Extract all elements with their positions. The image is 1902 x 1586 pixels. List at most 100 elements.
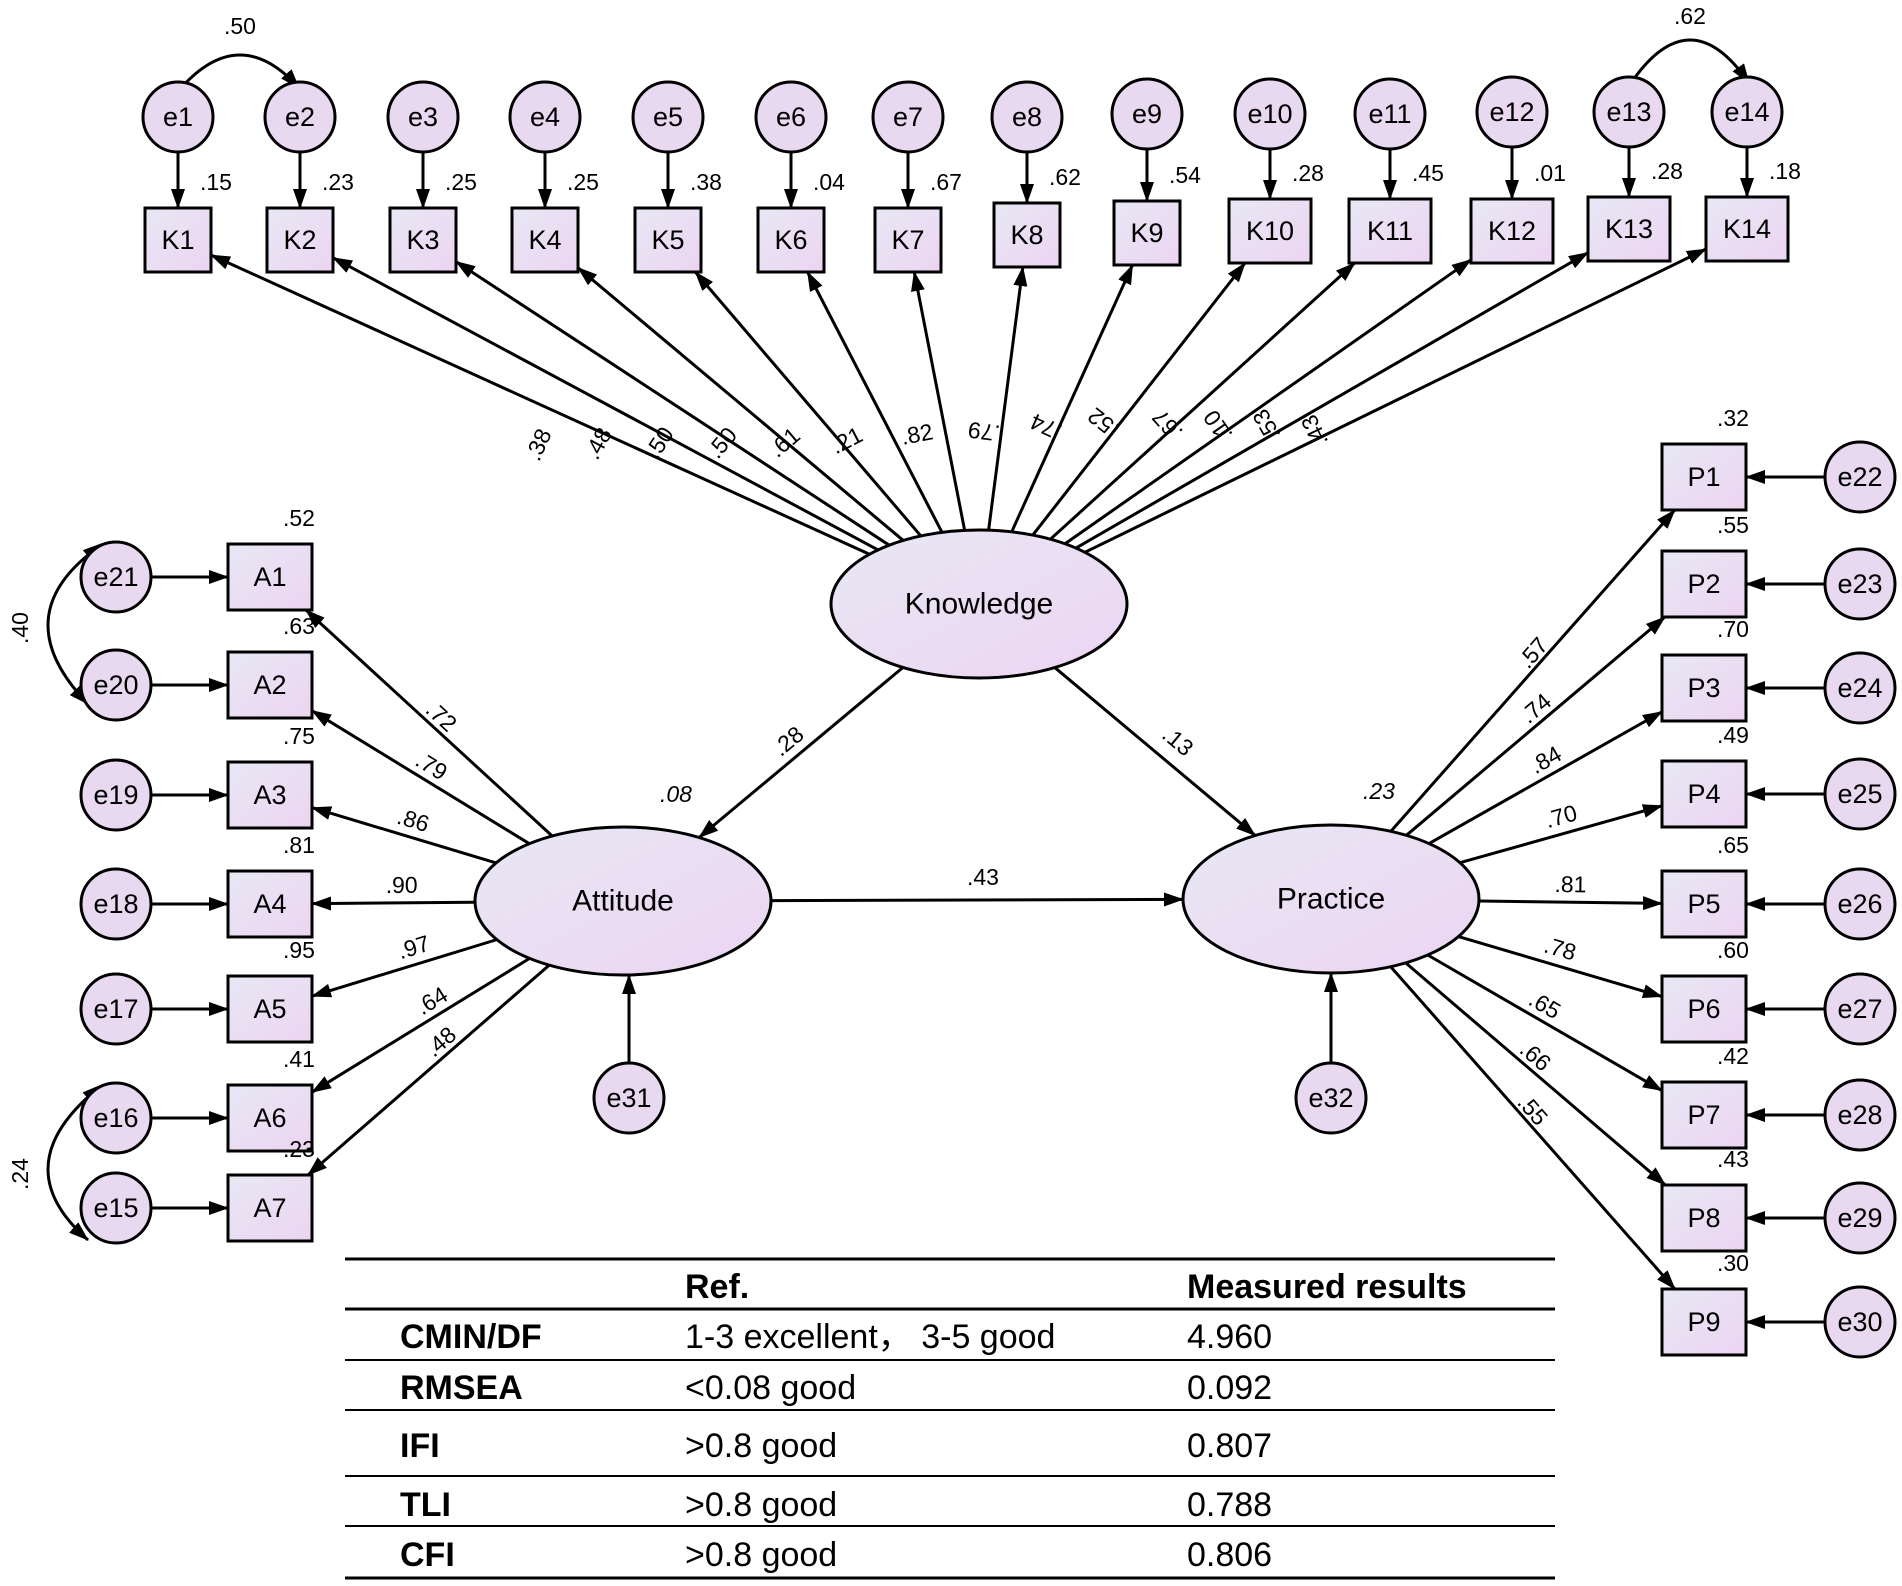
indicator-a2-label: A2 [253,670,286,700]
error-e23-label: e23 [1837,569,1882,599]
indicator-a3 [226,760,314,830]
loading-label-a7: .48 [420,1021,461,1062]
indicator-p3-label: P3 [1687,673,1720,703]
r2-k11: .45 [1412,160,1444,186]
path-arrows-layer [46,38,1825,1329]
indicator-k5-label: K5 [651,225,684,255]
error-e22-label: e22 [1837,462,1882,492]
error-e22 [1823,440,1897,514]
indicator-k7 [873,206,943,274]
loading-arrow-p1 [1389,509,1676,833]
loading-label-p8: .66 [1515,1036,1556,1077]
indicator-k14-label: K14 [1723,214,1771,244]
loading-arrow-p9 [1389,965,1677,1290]
loading-arrow-k7 [911,271,967,531]
indicator-p4 [1660,759,1748,829]
error-e17-label: e17 [93,994,138,1024]
indicator-k13 [1586,195,1672,263]
r2-k6: .04 [813,169,845,195]
loading-arrow-k11 [1049,261,1356,541]
indicator-k9-label: K9 [1130,218,1163,248]
indicator-k10 [1227,197,1313,265]
r2-p4: .49 [1717,722,1749,748]
latent-knowledge [829,528,1129,680]
path-knowledge-practice [1053,666,1257,837]
error-e28-label: e28 [1837,1100,1882,1130]
table-cell-index: CMIN/DF [400,1318,542,1356]
table-cell-index: RMSEA [400,1369,523,1407]
indicator-k3-label: K3 [406,225,439,255]
table-cell-result: 0.092 [1187,1369,1272,1407]
indicator-k3 [388,206,458,274]
error-e1 [141,80,215,154]
indicator-p7 [1660,1080,1748,1150]
r2-practice: .23 [1363,778,1395,804]
indicator-a4 [226,869,314,939]
r2-a2: .63 [283,613,315,639]
error-e4-label: e4 [530,102,560,132]
r2-k4: .25 [567,169,599,195]
loading-arrow-a5 [311,938,498,998]
error-e11-label: e11 [1368,99,1411,129]
r2-k1: .15 [200,169,232,195]
table-cell-ref: >0.8 good [685,1486,837,1524]
loading-arrow-k14 [1084,247,1707,554]
error-e6 [754,80,828,154]
loading-arrow-p4 [1459,804,1663,865]
indicator-a1-label: A1 [253,562,286,592]
loading-label-k7: .82 [899,418,935,450]
error-e12 [1475,75,1549,149]
indicator-k1-label: K1 [161,225,194,255]
error-e13-label: e13 [1606,97,1651,127]
path-knowledge-attitude [698,666,904,839]
latent-knowledge-label: Knowledge [905,588,1053,621]
table-header-result: Measured results [1187,1268,1467,1306]
r2-p1: .32 [1717,405,1749,431]
loading-arrow-k2 [332,256,879,552]
indicator-k1 [143,206,213,274]
loading-arrow-p5 [1478,896,1663,911]
path-attitude-practice [770,892,1185,907]
error-e23 [1823,547,1897,621]
covariance-label-e21-e20: .40 [7,612,33,644]
r2-k7: .67 [930,169,962,195]
loading-arrow-k9 [1010,264,1134,533]
indicator-p8-label: P8 [1687,1203,1720,1233]
loading-label-p4: .70 [1542,799,1580,833]
error-e11 [1353,77,1427,151]
covariance-label-e13-e14: .62 [1674,3,1706,29]
r2-a6: .41 [283,1046,315,1072]
indicator-k8 [992,201,1062,269]
r2-k12: .01 [1534,160,1566,186]
covariance-label-e1-e2: .50 [224,13,256,39]
error-e30-label: e30 [1837,1307,1882,1337]
indicator-p9 [1660,1287,1748,1357]
error-e27 [1823,972,1897,1046]
indicator-k6 [756,206,826,274]
r2-p3: .70 [1717,616,1749,642]
error-e20 [79,648,153,722]
disturbance-e32 [1294,1061,1368,1135]
table-cell-ref: >0.8 good [685,1536,837,1574]
error-e9-label: e9 [1132,99,1162,129]
loading-arrow-k13 [1075,251,1589,550]
r2-a7: .23 [283,1136,315,1162]
table-cell-index: IFI [400,1427,440,1465]
loading-arrow-a6 [311,957,531,1094]
table-header-ref: Ref. [685,1268,749,1306]
error-e27-label: e27 [1837,994,1882,1024]
loading-arrow-a4 [311,896,476,911]
r2-p9: .30 [1717,1250,1749,1276]
error-e16-label: e16 [93,1103,138,1133]
table-cell-result: 0.788 [1187,1486,1272,1524]
error-e17 [79,972,153,1046]
loading-label-a1: .72 [421,696,462,737]
indicator-k4-label: K4 [528,225,561,255]
loading-label-k10: .52 [1083,403,1124,443]
indicator-p2-label: P2 [1687,569,1720,599]
table-cell-ref: >0.8 good [685,1427,837,1465]
error-e3-label: e3 [408,102,438,132]
indicator-a5-label: A5 [253,994,286,1024]
error-e28 [1823,1078,1897,1152]
